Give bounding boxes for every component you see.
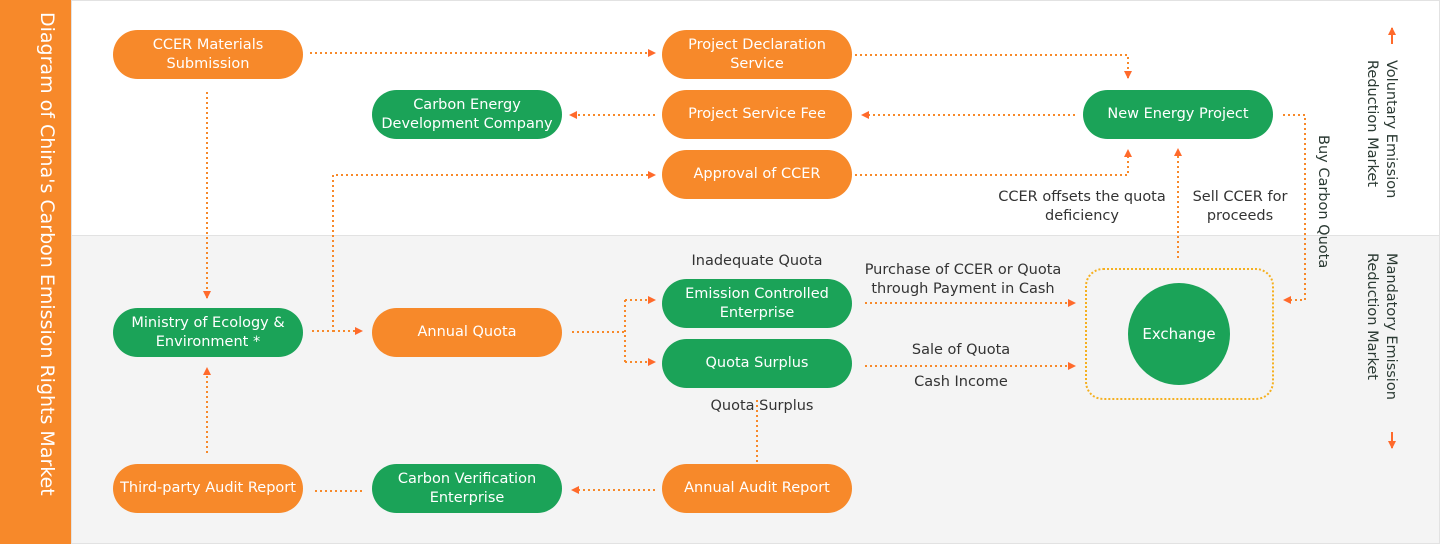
- label-cash-income: Cash Income: [914, 374, 1008, 390]
- title-bar: Diagram of China's Carbon Emission Right…: [0, 0, 71, 544]
- arrow-declaration-to-project: [855, 54, 1132, 79]
- exchange-frame: [1085, 268, 1274, 400]
- node-project-declaration: Project Declaration Service: [662, 30, 852, 79]
- arrow-quota-split: [572, 300, 626, 362]
- label-sell-ccer-1: Sell CCER for: [1192, 189, 1288, 205]
- arrow-ministry-to-approval: [312, 171, 656, 332]
- label-mandatory-market: Mandatory Emission Reduction Market: [1364, 253, 1399, 400]
- node-project-service-fee: Project Service Fee: [662, 90, 852, 139]
- node-exchange: Exchange: [1128, 283, 1230, 385]
- node-annual-audit: Annual Audit Report: [662, 464, 852, 513]
- arrow-approval-to-project: [855, 149, 1132, 176]
- label-quota-surplus: Quota Surplus: [710, 398, 814, 414]
- label-sale-of-quota: Sale of Quota: [911, 342, 1011, 358]
- label-ccer-offsets-1: CCER offsets the quota: [998, 189, 1166, 205]
- arrow-project-to-exchange: [1283, 114, 1306, 304]
- label-buy-carbon-quota: Buy Carbon Quota: [1315, 135, 1331, 269]
- label-sell-ccer-2: proceeds: [1206, 208, 1274, 224]
- label-purchase-2: through Payment in Cash: [871, 281, 1055, 297]
- node-ministry: Ministry of Ecology & Environment *: [113, 308, 303, 357]
- label-voluntary-market: Voluntary Emission Reduction Market: [1364, 60, 1399, 199]
- label-inadequate-quota: Inadequate Quota: [691, 253, 823, 269]
- node-carbon-energy-dev: Carbon Energy Development Company: [372, 90, 562, 139]
- node-annual-quota: Annual Quota: [372, 308, 562, 357]
- label-purchase-1: Purchase of CCER or Quota: [864, 262, 1062, 278]
- label-ccer-offsets-2: deficiency: [1045, 208, 1119, 224]
- node-emission-controlled: Emission Controlled Enterprise: [662, 279, 852, 328]
- node-ccer-materials: CCER Materials Submission: [113, 30, 303, 79]
- node-third-party-audit: Third-party Audit Report: [113, 464, 303, 513]
- node-carbon-verification: Carbon Verification Enterprise: [372, 464, 562, 513]
- node-new-energy-project: New Energy Project: [1083, 90, 1273, 139]
- node-quota-surplus: Quota Surplus: [662, 339, 852, 388]
- node-approval-ccer: Approval of CCER: [662, 150, 852, 199]
